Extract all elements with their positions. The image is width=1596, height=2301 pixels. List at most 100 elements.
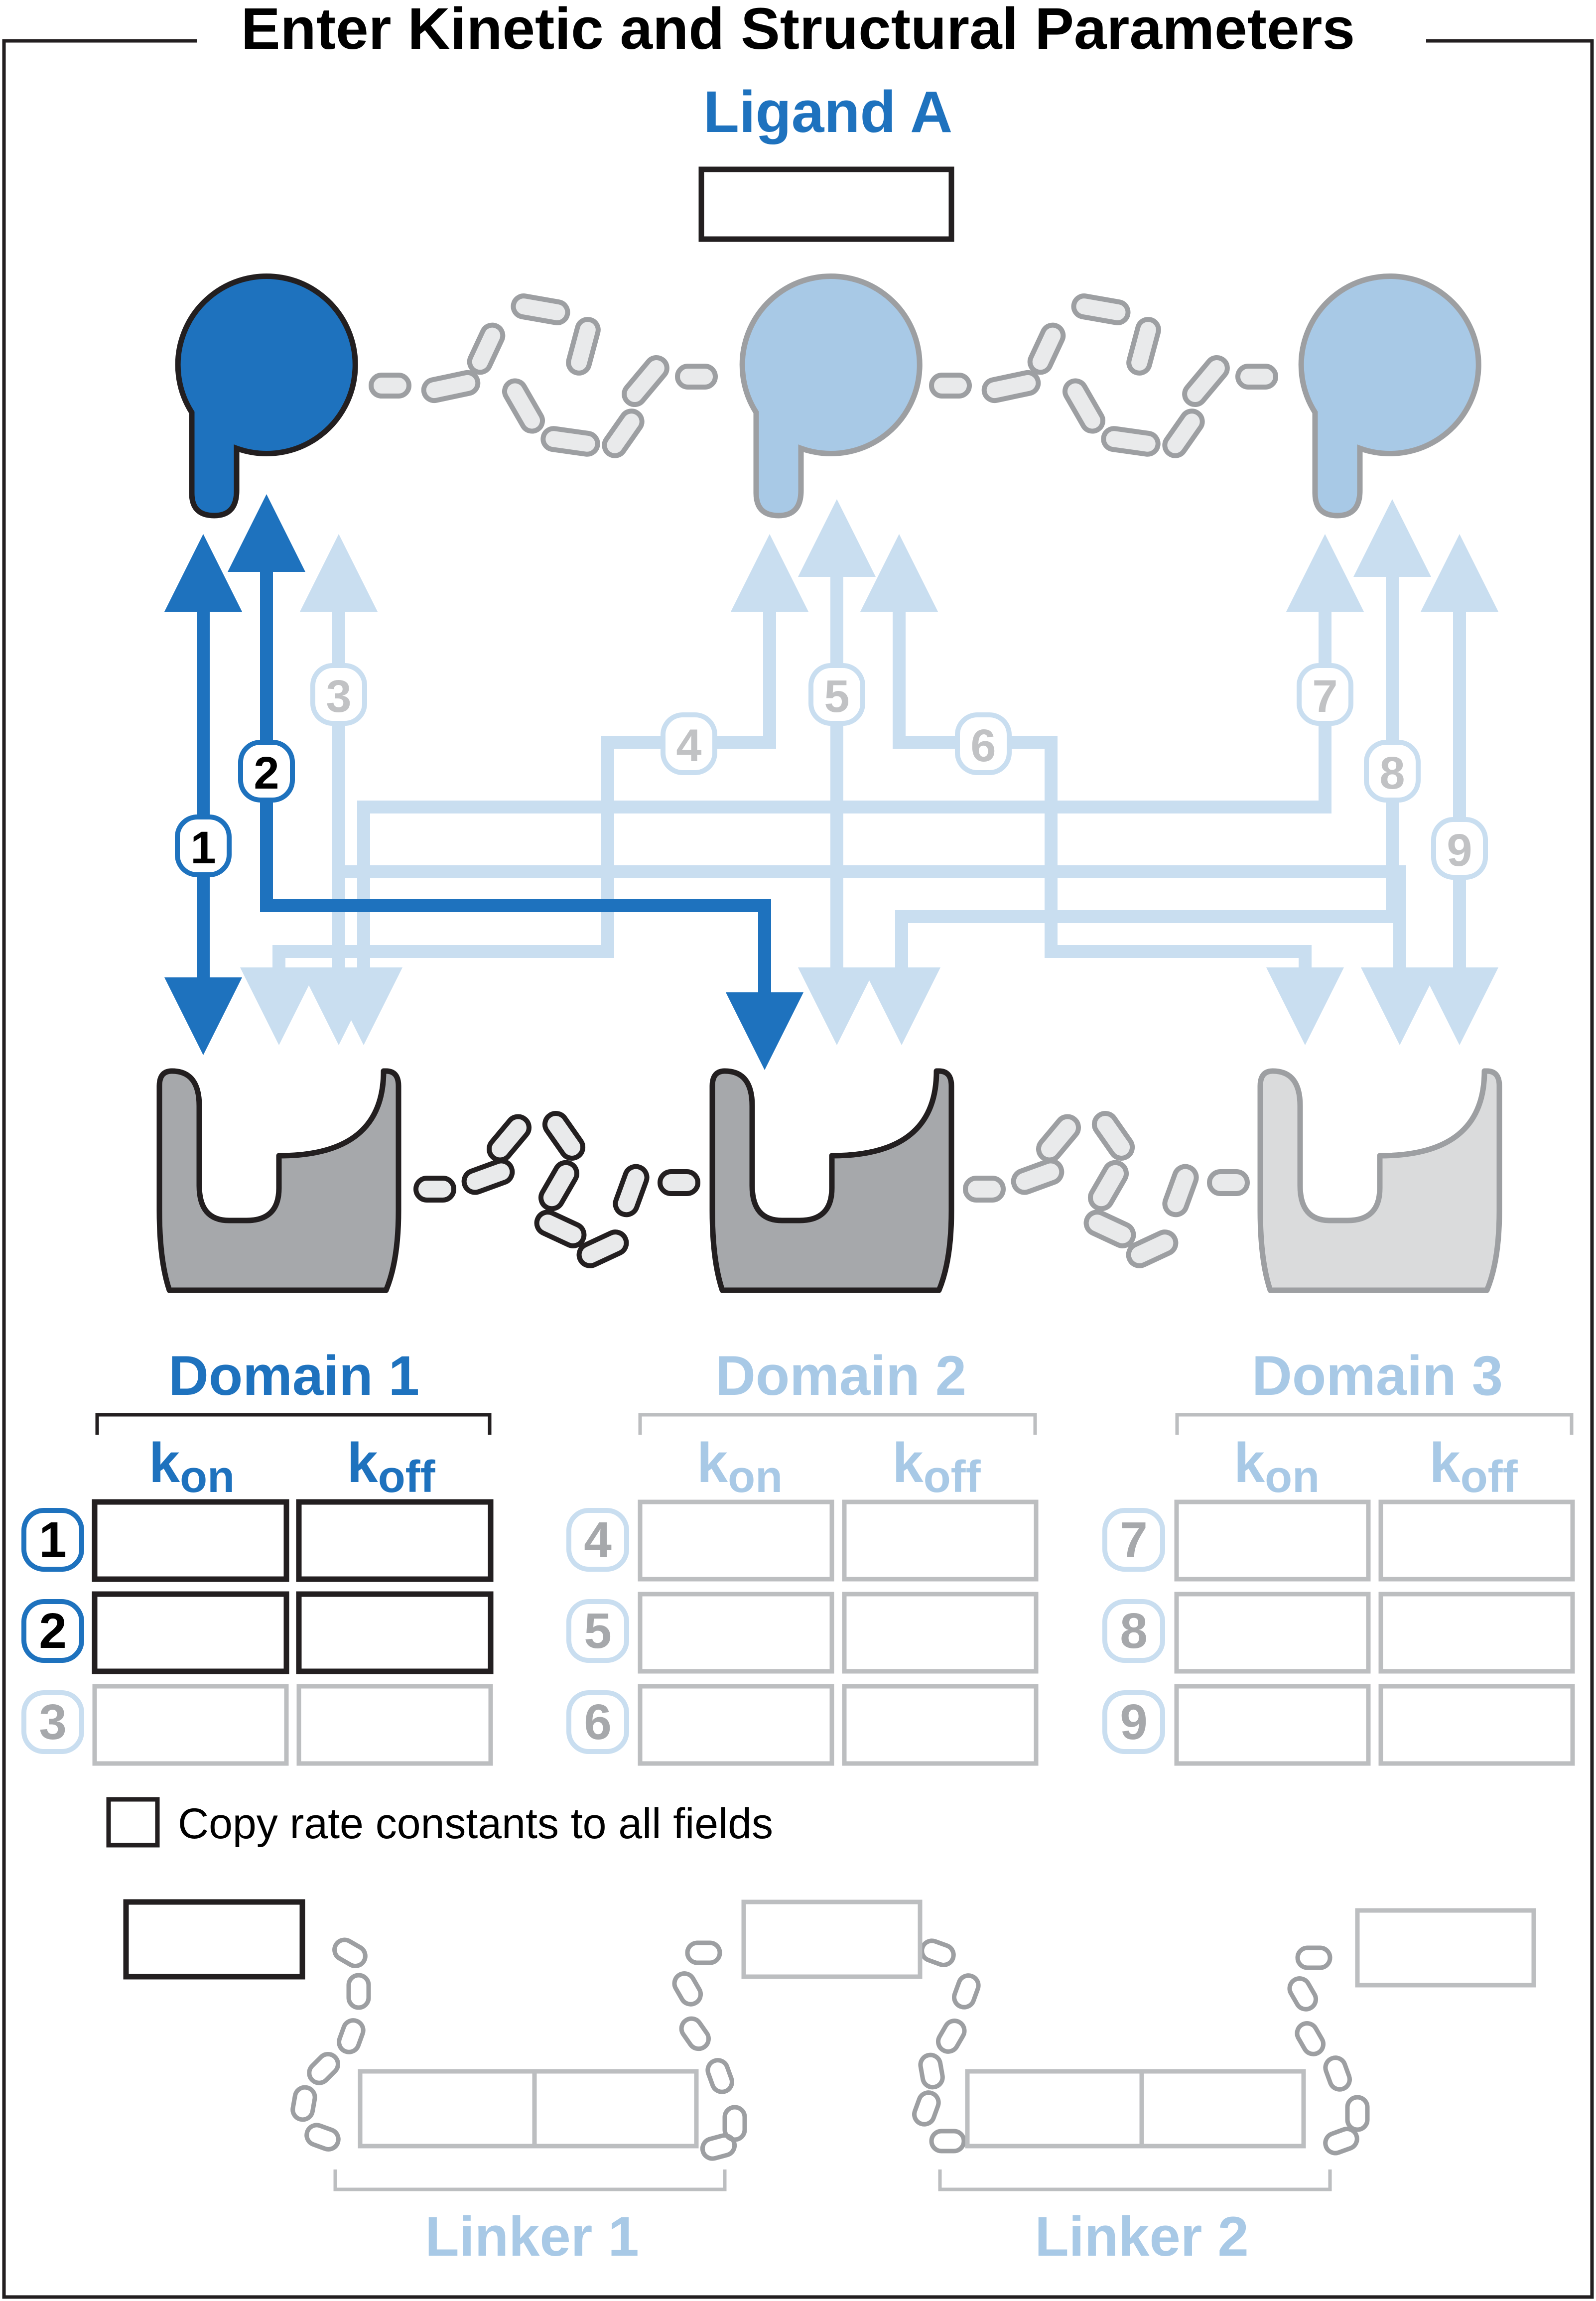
domain-2-label: Domain 2 [715,1345,966,1407]
receptor-domain-2 [709,1068,954,1293]
svg-text:6: 6 [584,1694,612,1750]
arrow-badge-2: 2 [238,740,295,803]
svg-text:2: 2 [254,748,279,799]
kon-input-8[interactable] [1174,1592,1371,1674]
arrow-badge-7: 7 [1297,663,1353,726]
domain-2-bracket [638,1413,1037,1435]
linker-2-input-b[interactable] [1139,2069,1306,2149]
domain-linker-1-beads [413,1111,700,1268]
svg-text:7: 7 [1312,671,1337,722]
svg-text:7: 7 [1120,1512,1148,1568]
row-badge-5 [566,1599,629,1663]
linker-2-bracket [938,2169,1332,2191]
koff-input-3[interactable] [296,1684,493,1766]
ligand-linker-2-beads [929,293,1278,458]
receptor-domain-3 [1257,1068,1502,1293]
svg-text:9: 9 [1120,1694,1148,1750]
panel-frame [2,39,1594,2299]
row-badge-2 [21,1599,84,1663]
domain-3-koff-header: koff [1429,1432,1518,1502]
svg-text:6: 6 [970,720,996,771]
svg-text:5: 5 [584,1603,612,1659]
row-badge-4 [566,1508,629,1572]
linker-2-beads [912,1938,1370,2156]
domain-1-bracket [95,1413,492,1435]
ligand-unit-2 [739,273,923,519]
kon-input-2[interactable] [92,1591,289,1674]
koff-input-5[interactable] [842,1592,1039,1674]
koff-input-6[interactable] [842,1684,1039,1766]
domain-1-size-input[interactable] [123,1899,305,1980]
arrow-badge-1: 1 [175,814,232,877]
linker-1-bracket [333,2169,727,2191]
svg-text:2: 2 [39,1603,67,1659]
arrow-badge-3: 3 [310,663,367,726]
domain-3-label: Domain 3 [1252,1345,1503,1407]
active-pathway-arrows [164,494,803,1070]
koff-input-2[interactable] [296,1591,494,1674]
pathway-arrow-6 [860,534,1344,1045]
domain-1-kon-header: kon [149,1432,235,1502]
row-badge-8 [1102,1599,1165,1663]
pathway-arrow-4 [240,534,808,1045]
linker-1-input-b[interactable] [532,2069,699,2149]
ligand-unit-1 [175,273,358,519]
receptor-domain-1 [156,1068,401,1293]
domain-3-kon-header: kon [1234,1432,1320,1502]
svg-text:9: 9 [1447,825,1472,876]
linker-structure: Linker 1 Linker 2 [123,1899,1536,2268]
svg-text:5: 5 [824,671,849,722]
koff-input-4[interactable] [842,1499,1039,1582]
linker-1-input-a[interactable] [358,2069,537,2149]
kon-input-4[interactable] [638,1499,834,1582]
pathway-arrow-8 [863,499,1431,1045]
kon-input-5[interactable] [638,1592,834,1674]
domain-2-size-input[interactable] [741,1899,923,1979]
arrow-badge-8: 8 [1364,740,1421,803]
row-badge-3 [21,1690,84,1754]
domain-3-bracket [1175,1413,1574,1435]
ligand-linker-1-beads [369,293,718,458]
svg-text:3: 3 [39,1694,67,1750]
ligand-unit-3 [1298,273,1481,519]
koff-input-9[interactable] [1378,1684,1575,1766]
row-badge-7 [1102,1508,1165,1572]
kon-input-6[interactable] [638,1684,834,1766]
arrow-badge-9: 9 [1431,817,1488,880]
domain-linker-2-beads [963,1111,1250,1268]
svg-text:8: 8 [1379,748,1405,799]
row-badge-1 [21,1508,84,1572]
kon-input-3[interactable] [92,1684,289,1766]
koff-input-1[interactable] [296,1499,494,1582]
arrow-badge-4: 4 [661,712,717,775]
pathway-arrow-7 [325,534,1364,1045]
copy-rates-label: Copy rate constants to all fields [178,1800,773,1848]
panel-title: Enter Kinetic and Structural Parameters [241,0,1355,62]
svg-text:3: 3 [326,671,351,722]
kon-input-1[interactable] [92,1499,289,1582]
domain-3-size-input[interactable] [1355,1908,1536,1988]
ligand-label: Ligand A [703,79,952,145]
arrow-badge-5: 5 [808,663,865,726]
pathway-arrow-2 [228,494,803,1070]
svg-text:1: 1 [190,822,216,873]
linker-2-input-a[interactable] [965,2069,1144,2149]
pathway-arrow-3-path [344,865,1439,1045]
koff-input-8[interactable] [1378,1592,1575,1674]
domain-2-koff-header: koff [892,1432,981,1502]
linker-2-label: Linker 2 [1035,2205,1249,2268]
svg-text:8: 8 [1120,1603,1148,1659]
koff-input-7[interactable] [1378,1499,1575,1582]
svg-text:4: 4 [584,1512,612,1568]
domain-1-label: Domain 1 [168,1345,419,1407]
kon-input-9[interactable] [1174,1684,1371,1766]
row-badge-6 [566,1690,629,1754]
arrow-badge-6: 6 [955,712,1012,775]
domain-1-koff-header: koff [347,1432,435,1502]
arrow-badges: 1 2 3 4 5 6 7 8 [175,663,1488,880]
domain-1-table: Domain 1 kon koff 1 2 3 [21,1345,494,1766]
kon-input-7[interactable] [1174,1499,1371,1582]
ligand-input[interactable] [698,166,954,242]
copy-rates-checkbox[interactable] [106,1797,160,1848]
